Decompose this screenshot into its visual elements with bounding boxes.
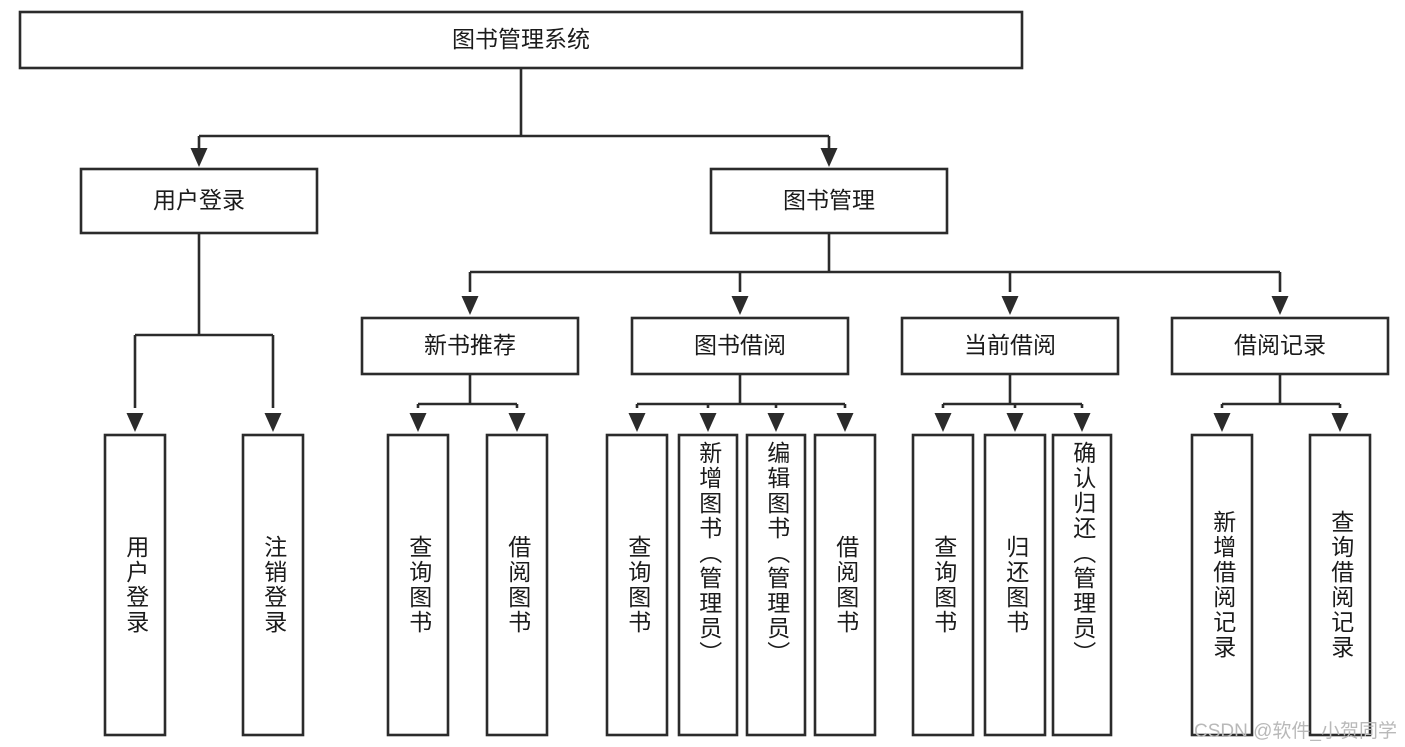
- arrow-head-icon: [836, 413, 854, 432]
- node-label-new-book-rec: 新书推荐: [424, 332, 516, 358]
- arrow-head-icon: [190, 148, 208, 167]
- leaf-node-leaf-confirm-return[interactable]: [1051, 433, 1113, 737]
- arrow-head-icon: [628, 413, 646, 432]
- arrow-head-icon: [1006, 413, 1024, 432]
- node-label-leaf-logout: 注销登录: [260, 535, 287, 635]
- leaf-node-leaf-borrow-book[interactable]: [813, 433, 877, 737]
- node-label-wrap-leaf-logout: 注销登录: [243, 435, 303, 735]
- node-label-wrap-leaf-query-book-cur: 查询图书: [913, 435, 973, 735]
- arrow-head-icon: [1001, 296, 1019, 315]
- csdn-watermark: CSDN @软件_小贺同学: [1194, 721, 1397, 742]
- arrow-head-icon: [126, 413, 144, 432]
- node-label-wrap-leaf-borrow-book: 借阅图书: [815, 435, 875, 735]
- node-new-book-rec[interactable]: [360, 316, 580, 376]
- node-label-leaf-confirm-return: 确认归还（管理员）: [1069, 441, 1096, 666]
- node-label-leaf-borrow-book: 借阅图书: [832, 535, 859, 635]
- node-label-leaf-borrow-book-rec: 借阅图书: [504, 535, 531, 635]
- leaf-node-leaf-query-book-borrow[interactable]: [605, 433, 669, 737]
- arrow-head-icon: [699, 413, 717, 432]
- node-user-login[interactable]: [79, 167, 319, 235]
- leaf-node-leaf-query-book-rec[interactable]: [386, 433, 450, 737]
- node-label-wrap-leaf-query-book-borrow: 查询图书: [607, 435, 667, 735]
- node-label-leaf-return-book: 归还图书: [1002, 535, 1029, 635]
- arrow-head-icon: [1073, 413, 1091, 432]
- node-label-leaf-edit-book: 编辑图书（管理员）: [763, 441, 790, 666]
- arrow-head-icon: [461, 296, 479, 315]
- leaf-node-leaf-borrow-book-rec[interactable]: [485, 433, 549, 737]
- arrow-head-icon: [731, 296, 749, 315]
- node-label-leaf-query-book-rec: 查询图书: [405, 535, 432, 635]
- box-layer: [18, 10, 1390, 737]
- node-label-root: 图书管理系统: [452, 26, 590, 52]
- node-label-leaf-add-record: 新增借阅记录: [1209, 510, 1236, 660]
- leaf-node-leaf-edit-book[interactable]: [745, 433, 807, 737]
- node-label-wrap-leaf-add-record: 新增借阅记录: [1192, 435, 1252, 735]
- arrow-head-icon: [934, 413, 952, 432]
- node-label-book-borrow: 图书借阅: [694, 332, 786, 358]
- arrow-head-icon: [1213, 413, 1231, 432]
- arrow-head-icon: [1271, 296, 1289, 315]
- node-label-leaf-query-book-cur: 查询图书: [930, 535, 957, 635]
- node-label-leaf-query-book-borrow: 查询图书: [624, 535, 651, 635]
- arrow-head-icon: [1331, 413, 1349, 432]
- node-label-book-manage: 图书管理: [783, 187, 875, 213]
- node-label-wrap-leaf-user-login: 用户登录: [105, 435, 165, 735]
- node-label-wrap-leaf-query-record: 查询借阅记录: [1310, 435, 1370, 735]
- arrow-head-icon: [820, 148, 838, 167]
- node-label-wrap-leaf-query-book-rec: 查询图书: [388, 435, 448, 735]
- node-borrow-record[interactable]: [1170, 316, 1390, 376]
- leaf-node-leaf-query-record[interactable]: [1308, 433, 1372, 737]
- node-label-current-borrow: 当前借阅: [964, 332, 1056, 358]
- node-label-wrap-leaf-add-book: 新增图书（管理员）: [679, 435, 737, 735]
- node-root[interactable]: [18, 10, 1024, 70]
- connector-layer: [126, 68, 1349, 432]
- node-label-leaf-add-book: 新增图书（管理员）: [695, 441, 722, 666]
- node-current-borrow[interactable]: [900, 316, 1120, 376]
- node-label-leaf-user-login: 用户登录: [122, 535, 149, 635]
- node-label-wrap-leaf-borrow-book-rec: 借阅图书: [487, 435, 547, 735]
- arrow-head-icon: [409, 413, 427, 432]
- node-label-borrow-record: 借阅记录: [1234, 332, 1326, 358]
- arrow-head-icon: [264, 413, 282, 432]
- arrow-head-icon: [767, 413, 785, 432]
- node-label-wrap-leaf-confirm-return: 确认归还（管理员）: [1053, 435, 1111, 735]
- node-label-user-login: 用户登录: [153, 187, 245, 213]
- node-book-borrow[interactable]: [630, 316, 850, 376]
- leaf-node-leaf-add-record[interactable]: [1190, 433, 1254, 737]
- node-label-wrap-leaf-edit-book: 编辑图书（管理员）: [747, 435, 805, 735]
- leaf-node-leaf-user-login[interactable]: [103, 433, 167, 737]
- leaf-node-leaf-add-book[interactable]: [677, 433, 739, 737]
- leaf-node-leaf-logout[interactable]: [241, 433, 305, 737]
- leaf-node-leaf-return-book[interactable]: [983, 433, 1047, 737]
- node-label-leaf-query-record: 查询借阅记录: [1327, 510, 1354, 660]
- leaf-node-leaf-query-book-cur[interactable]: [911, 433, 975, 737]
- node-label-wrap-leaf-return-book: 归还图书: [985, 435, 1045, 735]
- arrow-head-icon: [508, 413, 526, 432]
- node-book-manage[interactable]: [709, 167, 949, 235]
